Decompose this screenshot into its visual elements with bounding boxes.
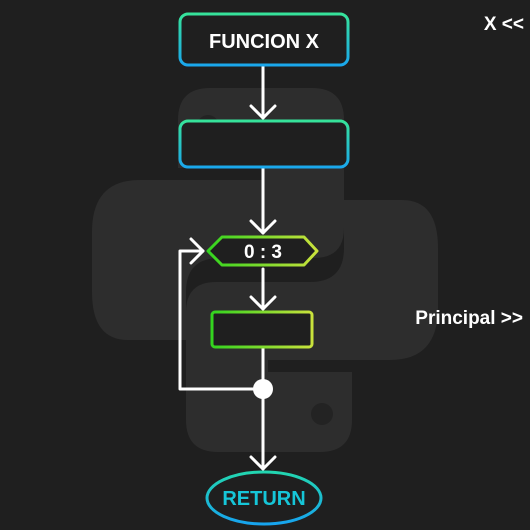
function-node-frame — [178, 12, 350, 67]
loop-node-range: 0 : 3 — [244, 242, 282, 263]
loop-node-frame — [206, 235, 319, 267]
next-nav-link[interactable]: Principal >> — [415, 308, 523, 329]
function-node-title: FUNCION X — [209, 31, 320, 53]
process-block-node[interactable] — [178, 119, 350, 169]
loop-back-connector — [178, 249, 265, 391]
arrowhead-to-body — [249, 295, 277, 311]
loop-body-node[interactable] — [210, 310, 314, 349]
flow-connectors — [178, 64, 277, 471]
loop-node[interactable]: 0 : 3 — [206, 235, 319, 267]
arrowhead-loop-back — [189, 237, 205, 265]
loop-junction-dot — [253, 379, 273, 399]
back-nav-link[interactable]: X << — [483, 14, 524, 35]
arrowhead-to-loop — [249, 219, 277, 235]
return-node-frame — [205, 470, 323, 526]
return-node[interactable]: RETURN — [205, 470, 323, 526]
python-logo-eye-bottom — [311, 403, 333, 425]
function-node[interactable]: FUNCION X — [178, 12, 350, 67]
return-node-label: RETURN — [222, 488, 305, 510]
arrowhead-to-block — [249, 104, 277, 120]
arrowhead-to-return — [249, 455, 277, 471]
